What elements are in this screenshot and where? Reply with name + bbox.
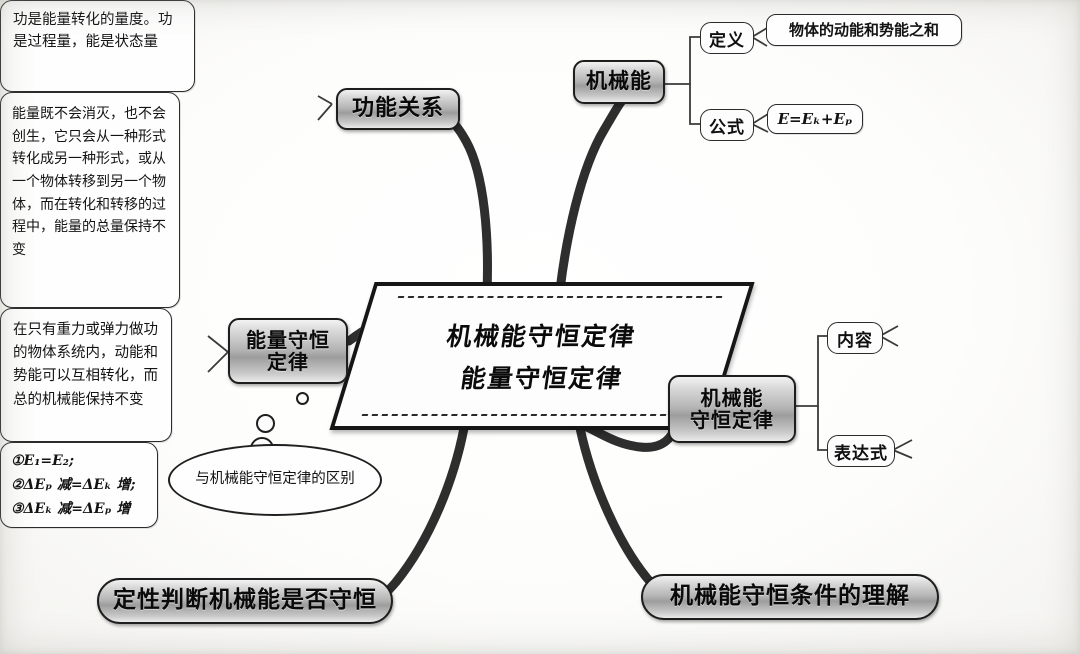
- link-jixieneng-spine: [663, 83, 700, 125]
- formula-list: ①E₁=E₂; ②ΔEₚ 减=ΔEₖ 增; ③ΔEₖ 减=ΔEₚ 增: [11, 451, 147, 520]
- center-node-line-1: 机械能守恒定律: [445, 322, 639, 351]
- pill-neirong[interactable]: 内容: [827, 322, 883, 354]
- center-node-line-2: 能量守恒定律: [458, 364, 625, 393]
- formula-2: ②ΔEₚ 减=ΔEₖ 增;: [11, 477, 136, 493]
- link-gongneng-callout-leader: [317, 95, 333, 121]
- link-jixieneng-to-dingyi: [689, 36, 700, 84]
- pill-neirong-label: 内容: [837, 330, 873, 351]
- gongshi-value-callout: E=Eₖ+Eₚ: [767, 104, 863, 134]
- link-center-to-gongneng: [438, 108, 492, 297]
- nengliang-difference-bubble: 与机械能守恒定律的区别: [168, 444, 382, 516]
- dingyi-value-text: 物体的动能和势能之和: [788, 20, 939, 39]
- link-shouheng-spine: [795, 335, 828, 407]
- pill-biaodashi[interactable]: 表达式: [827, 435, 895, 467]
- pill-dingyi-label: 定义: [709, 30, 745, 51]
- link-gongshi-to-value: [751, 113, 769, 133]
- node-jixieneng-label: 机械能: [586, 69, 652, 94]
- node-jixieneng[interactable]: 机械能: [573, 60, 665, 104]
- pill-dingyi[interactable]: 定义: [700, 22, 754, 54]
- node-jixieneng-shouheng-label-1: 机械能: [700, 385, 764, 410]
- pill-gongshi-label: 公式: [709, 117, 745, 138]
- biaodashi-value-callout: ①E₁=E₂; ②ΔEₚ 减=ΔEₖ 增; ③ΔEₖ 减=ΔEₚ 增: [0, 442, 158, 528]
- thought-dot-medium: [256, 414, 275, 433]
- gongshi-value-text: E=Eₖ+Eₚ: [777, 109, 853, 128]
- dingyi-value-callout: 物体的动能和势能之和: [766, 14, 962, 46]
- node-gongneng-guanxi-label: 功能关系: [351, 95, 444, 121]
- neirong-value-callout: 在只有重力或弹力做功的物体系统内，动能和势能可以互相转化，而总的机械能保持不变: [0, 308, 172, 442]
- formula-3: ③ΔEₖ 减=ΔEₚ 增: [11, 501, 131, 517]
- node-gongneng-guanxi[interactable]: 功能关系: [336, 88, 460, 130]
- link-dingyi-to-value: [751, 27, 768, 47]
- node-bottom-left-label: 定性判断机械能是否守恒: [113, 587, 377, 614]
- nengliang-difference-text: 与机械能守恒定律的区别: [195, 471, 355, 488]
- node-jixieneng-shouheng-label-2: 守恒定律: [690, 408, 774, 432]
- link-center-to-jixieneng: [555, 91, 631, 295]
- link-shouheng-spine2: [817, 406, 828, 451]
- node-jixieneng-shouheng[interactable]: 机械能 守恒定律: [668, 375, 796, 443]
- pill-biaodashi-label: 表达式: [834, 443, 888, 464]
- link-neirong-to-value: [879, 325, 899, 347]
- node-nengliang-shouheng-label-1: 能量守恒: [246, 327, 330, 352]
- node-bottom-right[interactable]: 机械能守恒条件的理解: [641, 574, 939, 620]
- link-center-to-bottomleft: [367, 423, 469, 608]
- pill-gongshi[interactable]: 公式: [700, 109, 754, 141]
- node-nengliang-shouheng[interactable]: 能量守恒 定律: [228, 318, 348, 384]
- node-bottom-right-label: 机械能守恒条件的理解: [670, 583, 910, 610]
- node-bottom-left[interactable]: 定性判断机械能是否守恒: [97, 578, 393, 624]
- node-nengliang-shouheng-label-2: 定律: [267, 350, 309, 374]
- nengliang-callout: 能量既不会消灭，也不会创生，它只会从一种形式转化成另一种形式，或从一个物体转移到…: [0, 92, 180, 308]
- thought-dot-small: [296, 392, 309, 405]
- formula-1: ①E₁=E₂;: [11, 453, 75, 469]
- gongneng-callout: 功是能量转化的量度。功是过程量，能是状态量: [0, 0, 195, 92]
- link-nengliang-callout-leader: [207, 335, 229, 373]
- link-biaodashi-to-value: [892, 439, 913, 459]
